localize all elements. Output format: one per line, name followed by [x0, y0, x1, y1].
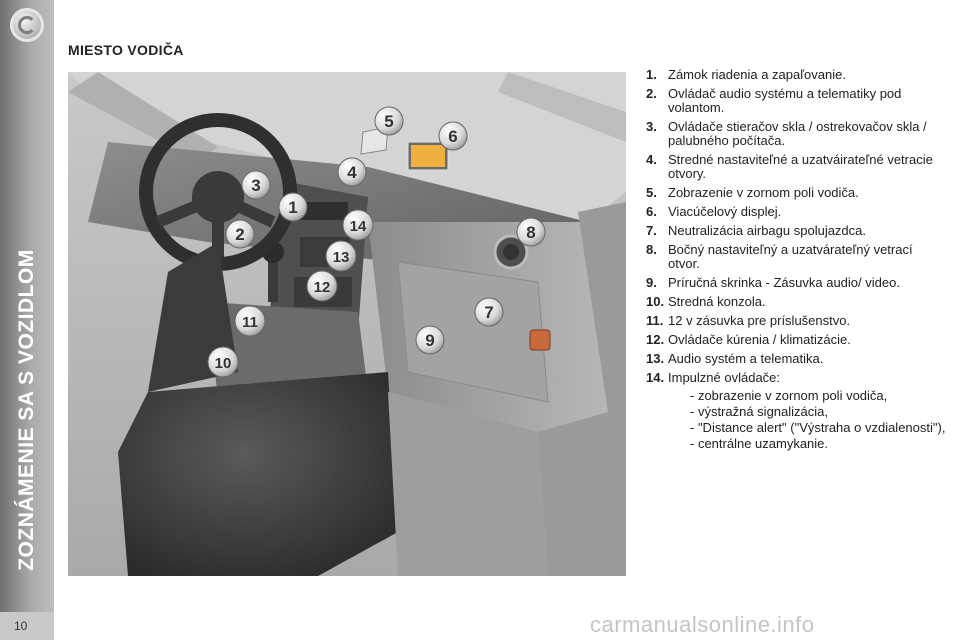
legend-text: Príručná skrinka - Zásuvka audio/ video. [668, 275, 900, 290]
section-title: ZOZNÁMENIE SA S VOZIDLOM [15, 249, 38, 571]
legend-text: Zámok riadenia a zapaľovanie. [668, 67, 846, 82]
legend-text: Bočný nastaviteľný a uzatvárateľný vetra… [668, 242, 913, 271]
legend-text: Neutralizácia airbagu spolujazdca. [668, 223, 867, 238]
callout-12: 12 [306, 270, 338, 302]
legend-text: Ovládače kúrenia / klimatizácie. [668, 332, 851, 347]
callout-7-label: 7 [484, 303, 493, 322]
legend-text: 12 v zásuvka pre príslušenstvo. [668, 313, 851, 328]
callout-5: 5 [374, 106, 404, 136]
legend-item: 12.Ovládače kúrenia / klimatizácie. [646, 333, 946, 347]
legend-list: 1. Zámok riadenia a zapaľovanie. 2. Ovláda… [646, 68, 946, 456]
callout-7: 7 [474, 297, 504, 327]
legend-number: 2. [646, 86, 657, 101]
callout-11-label: 11 [242, 314, 258, 331]
legend-number: 13. [646, 351, 665, 366]
callout-10: 10 [207, 346, 239, 378]
legend-text: Impulzné ovládače: [668, 370, 781, 385]
legend-number: 5. [646, 185, 657, 200]
callout-14: 14 [342, 209, 374, 241]
callout-2-label: 2 [235, 225, 244, 244]
page-title: MIESTO VODIČA [68, 42, 184, 58]
callout-13-label: 13 [333, 249, 350, 266]
callout-9: 9 [415, 325, 445, 355]
callout-6: 6 [438, 121, 468, 151]
legend-number: 1. [646, 67, 657, 82]
legend-sublist: - zobrazenie v zornom poli vodiča, - výs… [668, 389, 946, 451]
legend-subitem: - výstražná signalizácia, [690, 404, 828, 419]
legend-text: Ovládač audio systému a telematiky pod v… [668, 86, 902, 115]
legend-text: Viacúčelový displej. [668, 204, 782, 219]
watermark: carmanualsonline.info [590, 612, 815, 637]
legend-item: 6. Viacúčelový displej. [646, 205, 946, 219]
callout-1: 1 [278, 192, 308, 222]
legend-number: 10. [646, 294, 665, 309]
brand-logo-icon [10, 8, 44, 42]
legend-item: 3. Ovládače stieračov skla / ostrekovačov… [646, 120, 946, 148]
legend-item: 1. Zámok riadenia a zapaľovanie. [646, 68, 946, 82]
callout-5-label: 5 [384, 112, 393, 131]
legend-number: 3. [646, 119, 657, 134]
legend-item: 10.Stredná konzola. [646, 295, 946, 309]
callout-13: 13 [325, 240, 357, 272]
legend-item: 9. Príručná skrinka - Zásuvka audio/ vide… [646, 276, 946, 290]
cockpit-illustration: 1 2 3 4 5 6 7 8 9 10 11 12 13 14 [68, 72, 626, 576]
legend-number: 6. [646, 204, 657, 219]
callout-6-label: 6 [448, 127, 457, 146]
callout-2: 2 [225, 219, 255, 249]
legend-item: 2. Ovládač audio systému a telematiky pod… [646, 87, 946, 115]
legend-text: Stredná konzola. [668, 294, 766, 309]
callout-4-label: 4 [347, 163, 357, 182]
legend-item: 5. Zobrazenie v zornom poli vodiča. [646, 186, 946, 200]
legend-item: 4. Stredné nastaviteľné a uzatváirateľné … [646, 153, 946, 181]
callout-10-label: 10 [215, 355, 232, 372]
legend-subitem: - "Distance alert" ("Výstraha o vzdialen… [690, 420, 946, 435]
legend-number: 4. [646, 152, 657, 167]
legend-number: 7. [646, 223, 657, 238]
legend-number: 8. [646, 242, 657, 257]
legend-number: 14. [646, 370, 665, 385]
callout-14-label: 14 [350, 218, 367, 235]
legend-text: Zobrazenie v zornom poli vodiča. [668, 185, 859, 200]
callout-3: 3 [241, 170, 271, 200]
legend-item: 7. Neutralizácia airbagu spolujazdca. [646, 224, 946, 238]
callout-12-label: 12 [314, 279, 331, 296]
callouts: 1 2 3 4 5 6 7 8 9 10 11 12 13 14 [207, 106, 546, 378]
legend-number: 9. [646, 275, 657, 290]
callout-3-label: 3 [251, 176, 260, 195]
callout-8: 8 [516, 217, 546, 247]
callout-4: 4 [337, 157, 367, 187]
page-number: 10 [14, 619, 28, 633]
sidebar [0, 0, 54, 640]
legend-item: 14.Impulzné ovládače: - zobrazenie v zor… [646, 371, 946, 451]
page-number-box [0, 612, 54, 640]
legend-item: 13.Audio systém a telematika. [646, 352, 946, 366]
callout-1-label: 1 [288, 198, 297, 217]
legend-subitem: - zobrazenie v zornom poli vodiča, [690, 388, 888, 403]
callout-11: 11 [234, 305, 266, 337]
legend-item: 8. Bočný nastaviteľný a uzatvárateľný vet… [646, 243, 946, 271]
cockpit-illustration-svg: 1 2 3 4 5 6 7 8 9 10 11 12 13 14 [68, 72, 626, 576]
legend-item: 11. 12 v zásuvka pre príslušenstvo. [646, 314, 946, 328]
legend-number: 11. [646, 313, 664, 328]
callout-9-label: 9 [425, 331, 434, 350]
legend-subitem: - centrálne uzamykanie. [690, 436, 829, 451]
legend-text: Stredné nastaviteľné a uzatváirateľné ve… [668, 152, 933, 181]
callout-8-label: 8 [526, 223, 535, 242]
legend-number: 12. [646, 332, 665, 347]
legend-text: Ovládače stieračov skla / ostrekovačov s… [668, 119, 927, 148]
legend-text: Audio systém a telematika. [668, 351, 824, 366]
